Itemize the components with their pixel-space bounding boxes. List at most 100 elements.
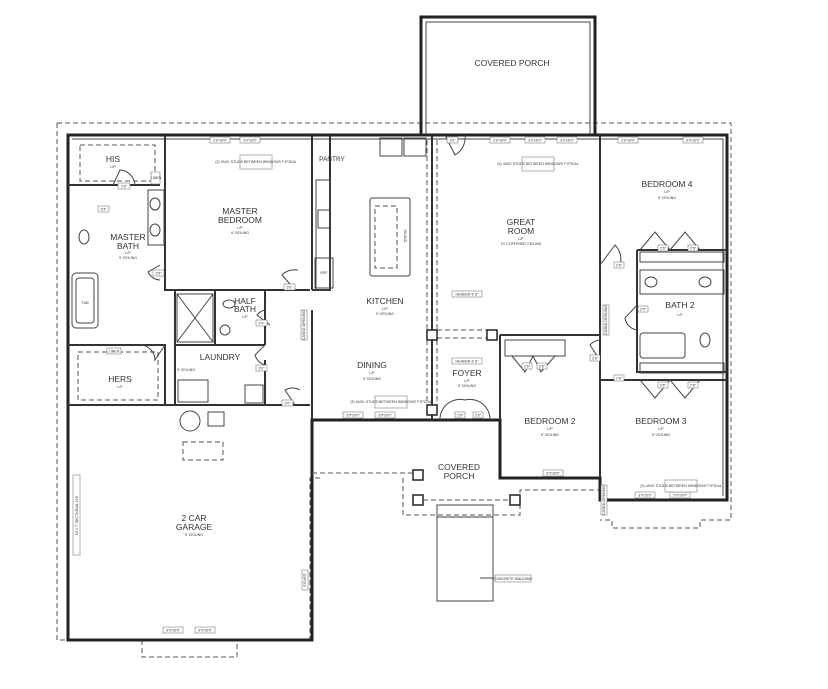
plan-label: 10' COFFERED CEILING bbox=[501, 242, 542, 246]
plan-label: 3'0"x5'0" bbox=[638, 494, 652, 498]
toilet-icon bbox=[699, 332, 711, 348]
plan-label: (3) JACK STUDS BETWEEN WINDOWS TYPICAL bbox=[215, 160, 297, 164]
door-swing bbox=[254, 344, 266, 366]
room-bath-2: BATH 2L/P bbox=[665, 300, 694, 317]
room-bedroom-4: BEDROOM 4L/P9' CEILING bbox=[641, 179, 692, 200]
plan-label: 9' CEILING bbox=[185, 533, 203, 537]
plan-label: (3) JACK STUDS BETWEEN WINDOWS TYPICAL bbox=[497, 162, 579, 166]
plan-label: 9' CEILING bbox=[119, 256, 137, 260]
plan-label: GREAT bbox=[507, 217, 536, 227]
exterior-walls bbox=[66, 133, 729, 642]
plan-label: FOYER bbox=[452, 368, 481, 378]
plan-label: PORCH bbox=[444, 471, 475, 481]
bathtub-icon bbox=[639, 332, 686, 359]
plan-label: 9' CEILING bbox=[231, 231, 249, 235]
plan-label: PANTRY bbox=[319, 156, 345, 163]
kitchen-counter bbox=[315, 179, 331, 291]
plan-label: 2'6" bbox=[616, 264, 623, 268]
plan-label: L/P bbox=[382, 307, 388, 311]
plan-label: 3'0"x5'0" bbox=[243, 139, 257, 143]
plan-label: GARAGE bbox=[176, 522, 213, 532]
plan-label: 2'6" bbox=[524, 365, 531, 369]
water-heater-icon bbox=[179, 410, 201, 432]
double-vanity bbox=[147, 189, 165, 246]
refrigerator bbox=[314, 257, 334, 289]
sink-icon bbox=[149, 197, 161, 211]
kitchen-island bbox=[369, 197, 411, 277]
plan-label: MASTER bbox=[222, 206, 257, 216]
plan-label: 2'6" bbox=[690, 384, 697, 388]
plan-label: 3'0" bbox=[287, 286, 294, 290]
plan-label: ROOM bbox=[508, 226, 534, 236]
plan-label: BEDROOM 3 bbox=[635, 416, 686, 426]
laundry-sink-icon bbox=[244, 384, 264, 404]
plan-label: 9' CEILING bbox=[363, 377, 381, 381]
plan-label: CASED OPENING bbox=[302, 310, 306, 340]
fixtures: TUB REF ISLAND bbox=[71, 137, 725, 461]
plan-label: 9' CEILING bbox=[541, 433, 559, 437]
plan-label: 2'6" bbox=[121, 185, 128, 189]
sink-icon bbox=[219, 324, 231, 336]
plan-label: BATH bbox=[117, 241, 139, 251]
plan-label: L/P bbox=[237, 226, 243, 230]
doors bbox=[112, 134, 701, 421]
plan-label: BEDROOM 2 bbox=[524, 416, 575, 426]
plan-label: MASTER bbox=[110, 232, 145, 242]
plan-label: CONCRETE WALKWAY bbox=[493, 577, 533, 581]
plan-label: L/P bbox=[547, 427, 553, 431]
room-bedroom-2: BEDROOM 2L/P 9' CEILING bbox=[524, 416, 575, 437]
plan-label: 3'0"x5'0" bbox=[673, 494, 687, 498]
bathtub-icon bbox=[71, 272, 99, 329]
rear-covered-porch: COVERED PORCH bbox=[419, 15, 597, 137]
plan-label: 3'0"x5'0" bbox=[166, 629, 180, 633]
plan-label: 3'0"x5'0" bbox=[546, 472, 560, 476]
door-swing bbox=[256, 309, 271, 326]
plan-label: 2'6" bbox=[690, 247, 697, 251]
plan-label: HIS bbox=[106, 154, 121, 164]
plan-label: L/P bbox=[518, 237, 524, 241]
range-icon bbox=[379, 137, 403, 157]
plan-label: L/P bbox=[117, 385, 123, 389]
window-tags: 3'0"x5'0" 3'0"x5'0" 3'0"x5'0" 3'0"x5'0" … bbox=[72, 136, 722, 634]
plan-label: 2'6" bbox=[539, 365, 546, 369]
plan-label: LINEN bbox=[109, 350, 120, 354]
washer-icon bbox=[177, 379, 209, 403]
plan-label: COVERED bbox=[438, 462, 480, 472]
plan-label: 2'6" bbox=[616, 377, 623, 381]
shower-icon bbox=[176, 293, 214, 343]
roof-overhang bbox=[56, 122, 732, 658]
plan-label: 3'0" bbox=[285, 402, 292, 406]
bifold-door bbox=[639, 231, 701, 251]
plan-label: BATH 2 bbox=[665, 300, 694, 310]
plan-label: 3'0"x5'0" bbox=[686, 139, 700, 143]
concrete-walkway: CONCRETE WALKWAY bbox=[436, 504, 533, 602]
door-swing bbox=[284, 387, 301, 406]
plan-label: HALF bbox=[234, 296, 256, 306]
plan-label: CASED OPENING bbox=[604, 305, 608, 335]
closets bbox=[77, 144, 725, 401]
plan-label: REF bbox=[320, 271, 328, 275]
plan-label: 3'0"x5'0" bbox=[198, 629, 212, 633]
room-label-covered-porch: COVERED PORCH bbox=[474, 58, 549, 68]
plan-label: 9' CEILING bbox=[177, 368, 195, 372]
plan-label: 2'4" bbox=[640, 308, 647, 312]
interior-walls bbox=[68, 135, 727, 478]
plan-label: L/P bbox=[125, 251, 131, 255]
plan-label: L/P bbox=[664, 190, 670, 194]
plan-label: HEADER 8' 8" bbox=[456, 293, 480, 297]
plan-label: (3) JACK STUDS BETWEEN WINDOWS TYPICAL bbox=[350, 400, 432, 404]
plan-label: ISLAND bbox=[403, 230, 407, 243]
plan-label: 2'6" bbox=[592, 357, 599, 361]
plan-label: HERS bbox=[108, 374, 132, 384]
plan-label: 2'6" bbox=[660, 247, 667, 251]
plan-label: HEADER 8' 8" bbox=[456, 360, 480, 364]
double-door-swing bbox=[439, 398, 491, 421]
plan-label: 3'0"x5'0" bbox=[378, 414, 392, 418]
